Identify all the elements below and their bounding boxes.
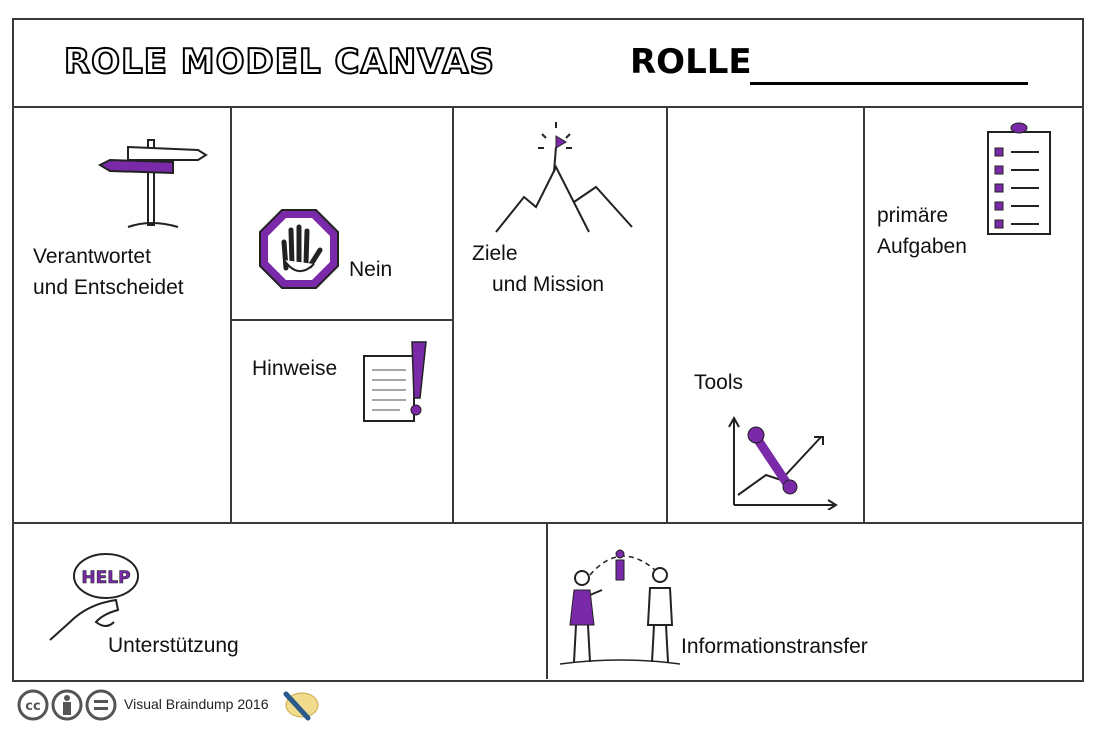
divider xyxy=(12,106,1082,108)
signpost-icon xyxy=(98,139,208,228)
divider xyxy=(863,107,865,523)
checklist-icon xyxy=(987,122,1051,235)
svg-text:HELP: HELP xyxy=(81,568,130,588)
role-input-line[interactable] xyxy=(750,82,1028,85)
tools-label: Tools xyxy=(694,371,744,394)
mountain-flag-icon xyxy=(495,122,633,233)
divider xyxy=(231,319,453,321)
divider xyxy=(546,523,548,679)
people-info-icon xyxy=(560,549,680,665)
braindump-logo-icon xyxy=(283,691,319,721)
notes-label: Hinweise xyxy=(252,357,338,380)
no-label: Nein xyxy=(349,258,393,281)
divider xyxy=(666,107,668,523)
notes-exclamation-icon xyxy=(363,341,427,422)
svg-text:cc: cc xyxy=(25,699,40,714)
tools-chart-icon xyxy=(728,415,838,510)
support-label: Unterstützung xyxy=(108,634,239,657)
divider xyxy=(230,107,232,523)
cc-by-nd-license-icon: cc xyxy=(17,689,117,721)
canvas-frame xyxy=(12,18,1084,682)
stop-hand-icon xyxy=(259,209,339,289)
footer-credit: Visual Braindump 2016 xyxy=(124,696,269,712)
role-label: ROLLE xyxy=(630,42,752,82)
help-hand-icon: HELP xyxy=(49,553,139,641)
page-title: ROLE MODEL CANVAS xyxy=(63,41,496,83)
info-transfer-label: Informationstransfer xyxy=(681,635,868,658)
divider xyxy=(452,107,454,523)
